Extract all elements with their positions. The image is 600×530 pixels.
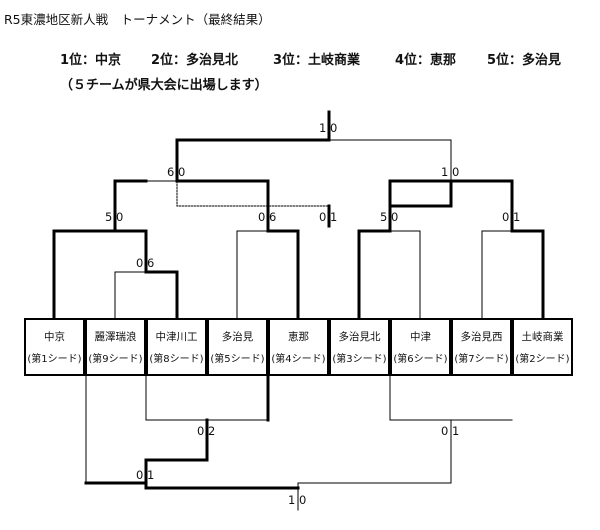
result-2nd: 2位：多治見北: [151, 53, 239, 68]
team-box: 麗澤瑞浪 (第9シード): [85, 318, 146, 376]
team-seed: (第4シード): [271, 354, 326, 365]
team-seed: (第8シード): [149, 354, 204, 365]
team-name: 土岐商業: [521, 331, 564, 343]
team-name: 多治見北: [338, 331, 381, 343]
team-seed: (第6シード): [393, 354, 448, 365]
team-name: 中京: [44, 331, 65, 343]
bracket-line: [176, 180, 330, 207]
page-title: R5東濃地区新人戦 トーナメント（最終結果）: [4, 12, 271, 27]
team-seed: (第2シード): [515, 354, 570, 365]
team-box: 土岐商業 (第2シード): [512, 318, 573, 376]
team-seed: (第9シード): [88, 354, 143, 365]
team-box: 中津川工 (第8シード): [146, 318, 207, 376]
team-seed: (第5シード): [210, 354, 265, 365]
score-consolation: 0 1: [441, 424, 460, 438]
team-box: 中京 (第1シード): [24, 318, 85, 376]
score-quarterfinal: 0 1: [502, 210, 521, 224]
result-5th: 5位：多治見: [487, 53, 562, 68]
team-box: 多治見北 (第3シード): [329, 318, 390, 376]
score-quarterfinal: 5 0: [380, 210, 399, 224]
team-seed: (第1シード): [27, 354, 82, 365]
score-consolation-final: 1 0: [288, 493, 307, 507]
team-seed: (第7シード): [454, 354, 509, 365]
team-box: 多治見 (第5シード): [207, 318, 268, 376]
score-consolation: 0 2: [197, 424, 216, 438]
score-semifinal-left: 6 0: [167, 165, 186, 179]
team-name: 中津: [410, 331, 431, 343]
score-final: 1 0: [319, 121, 338, 135]
team-box: 中津 (第6シード): [390, 318, 451, 376]
score-semifinal-right: 1 0: [441, 165, 460, 179]
team-name: 中津川工: [155, 331, 198, 343]
result-1st: 1位：中京: [60, 53, 122, 68]
score-quarterfinal: 0 6: [258, 210, 277, 224]
team-name: 多治見西: [460, 331, 503, 343]
score-third-place: 0 1: [319, 210, 338, 224]
qualification-note: （５チームが県大会に出場します）: [60, 78, 268, 93]
team-seed: (第3シード): [332, 354, 387, 365]
team-box: 恵那 (第4シード): [268, 318, 329, 376]
team-box: 多治見西 (第7シード): [451, 318, 512, 376]
score-first-round: 0 6: [136, 256, 155, 270]
result-4th: 4位：恵那: [395, 53, 457, 68]
result-3rd: 3位：土岐商業: [273, 53, 361, 68]
team-name: 多治見: [221, 331, 254, 343]
score-quarterfinal: 5 0: [105, 210, 124, 224]
score-consolation: 0 1: [136, 468, 155, 482]
team-name: 恵那: [288, 331, 309, 343]
team-name: 麗澤瑞浪: [94, 331, 137, 343]
